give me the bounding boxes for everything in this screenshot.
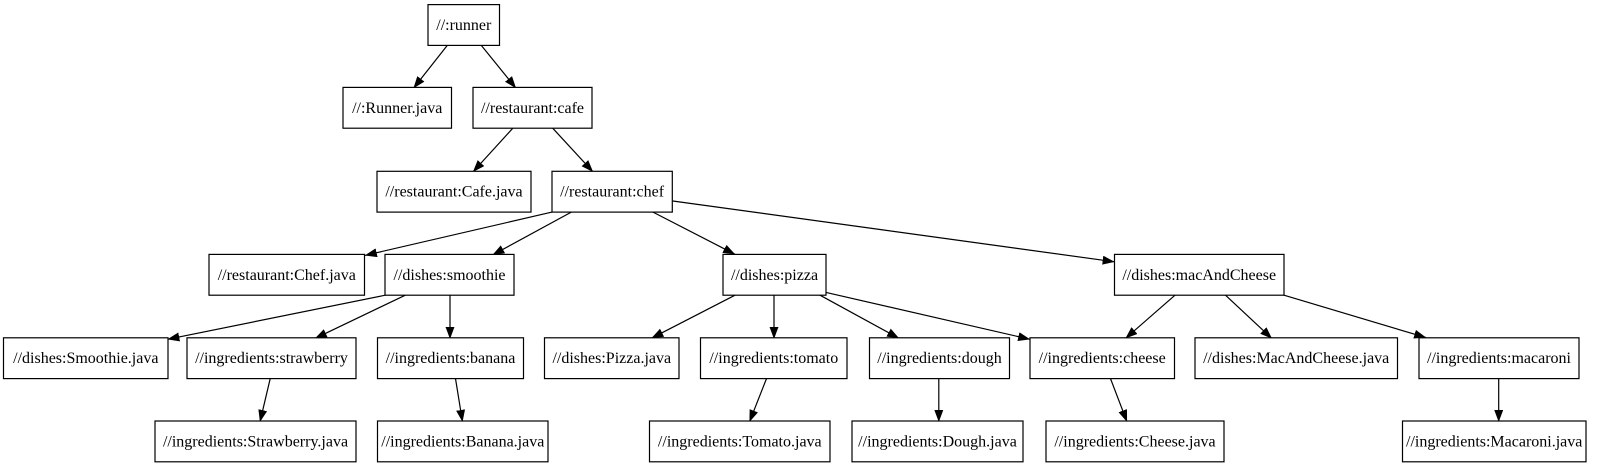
svg-text://ingredients:Tomato.java: //ingredients:Tomato.java: [658, 433, 822, 450]
svg-text://ingredients:Macaroni.java: //ingredients:Macaroni.java: [1406, 433, 1582, 450]
svg-text://ingredients:Strawberry.java: //ingredients:Strawberry.java: [163, 433, 348, 450]
svg-text://:Runner.java: //:Runner.java: [352, 100, 442, 117]
svg-text://dishes:macAndCheese: //dishes:macAndCheese: [1122, 267, 1276, 284]
svg-text://:runner: //:runner: [436, 17, 492, 34]
svg-text://dishes:pizza: //dishes:pizza: [731, 267, 818, 284]
svg-text://ingredients:macaroni: //ingredients:macaroni: [1427, 350, 1572, 367]
svg-text://ingredients:Cheese.java: //ingredients:Cheese.java: [1054, 433, 1215, 450]
svg-text://ingredients:tomato: //ingredients:tomato: [709, 350, 838, 367]
svg-text://dishes:MacAndCheese.java: //dishes:MacAndCheese.java: [1203, 350, 1389, 367]
svg-text://dishes:smoothie: //dishes:smoothie: [394, 267, 506, 284]
svg-text://restaurant:Cafe.java: //restaurant:Cafe.java: [385, 184, 522, 201]
svg-text://restaurant:chef: //restaurant:chef: [560, 184, 665, 201]
svg-text://dishes:Smoothie.java: //dishes:Smoothie.java: [13, 350, 158, 367]
svg-text://ingredients:Dough.java: //ingredients:Dough.java: [858, 433, 1017, 450]
svg-text://dishes:Pizza.java: //dishes:Pizza.java: [552, 350, 671, 367]
svg-text://ingredients:strawberry: //ingredients:strawberry: [195, 350, 348, 367]
svg-text://ingredients:cheese: //ingredients:cheese: [1039, 350, 1166, 367]
svg-text://restaurant:Chef.java: //restaurant:Chef.java: [218, 267, 356, 284]
svg-text://ingredients:Banana.java: //ingredients:Banana.java: [381, 433, 544, 450]
svg-text://restaurant:cafe: //restaurant:cafe: [481, 100, 584, 117]
svg-text://ingredients:banana: //ingredients:banana: [386, 350, 516, 367]
svg-text://ingredients:dough: //ingredients:dough: [877, 350, 1001, 367]
